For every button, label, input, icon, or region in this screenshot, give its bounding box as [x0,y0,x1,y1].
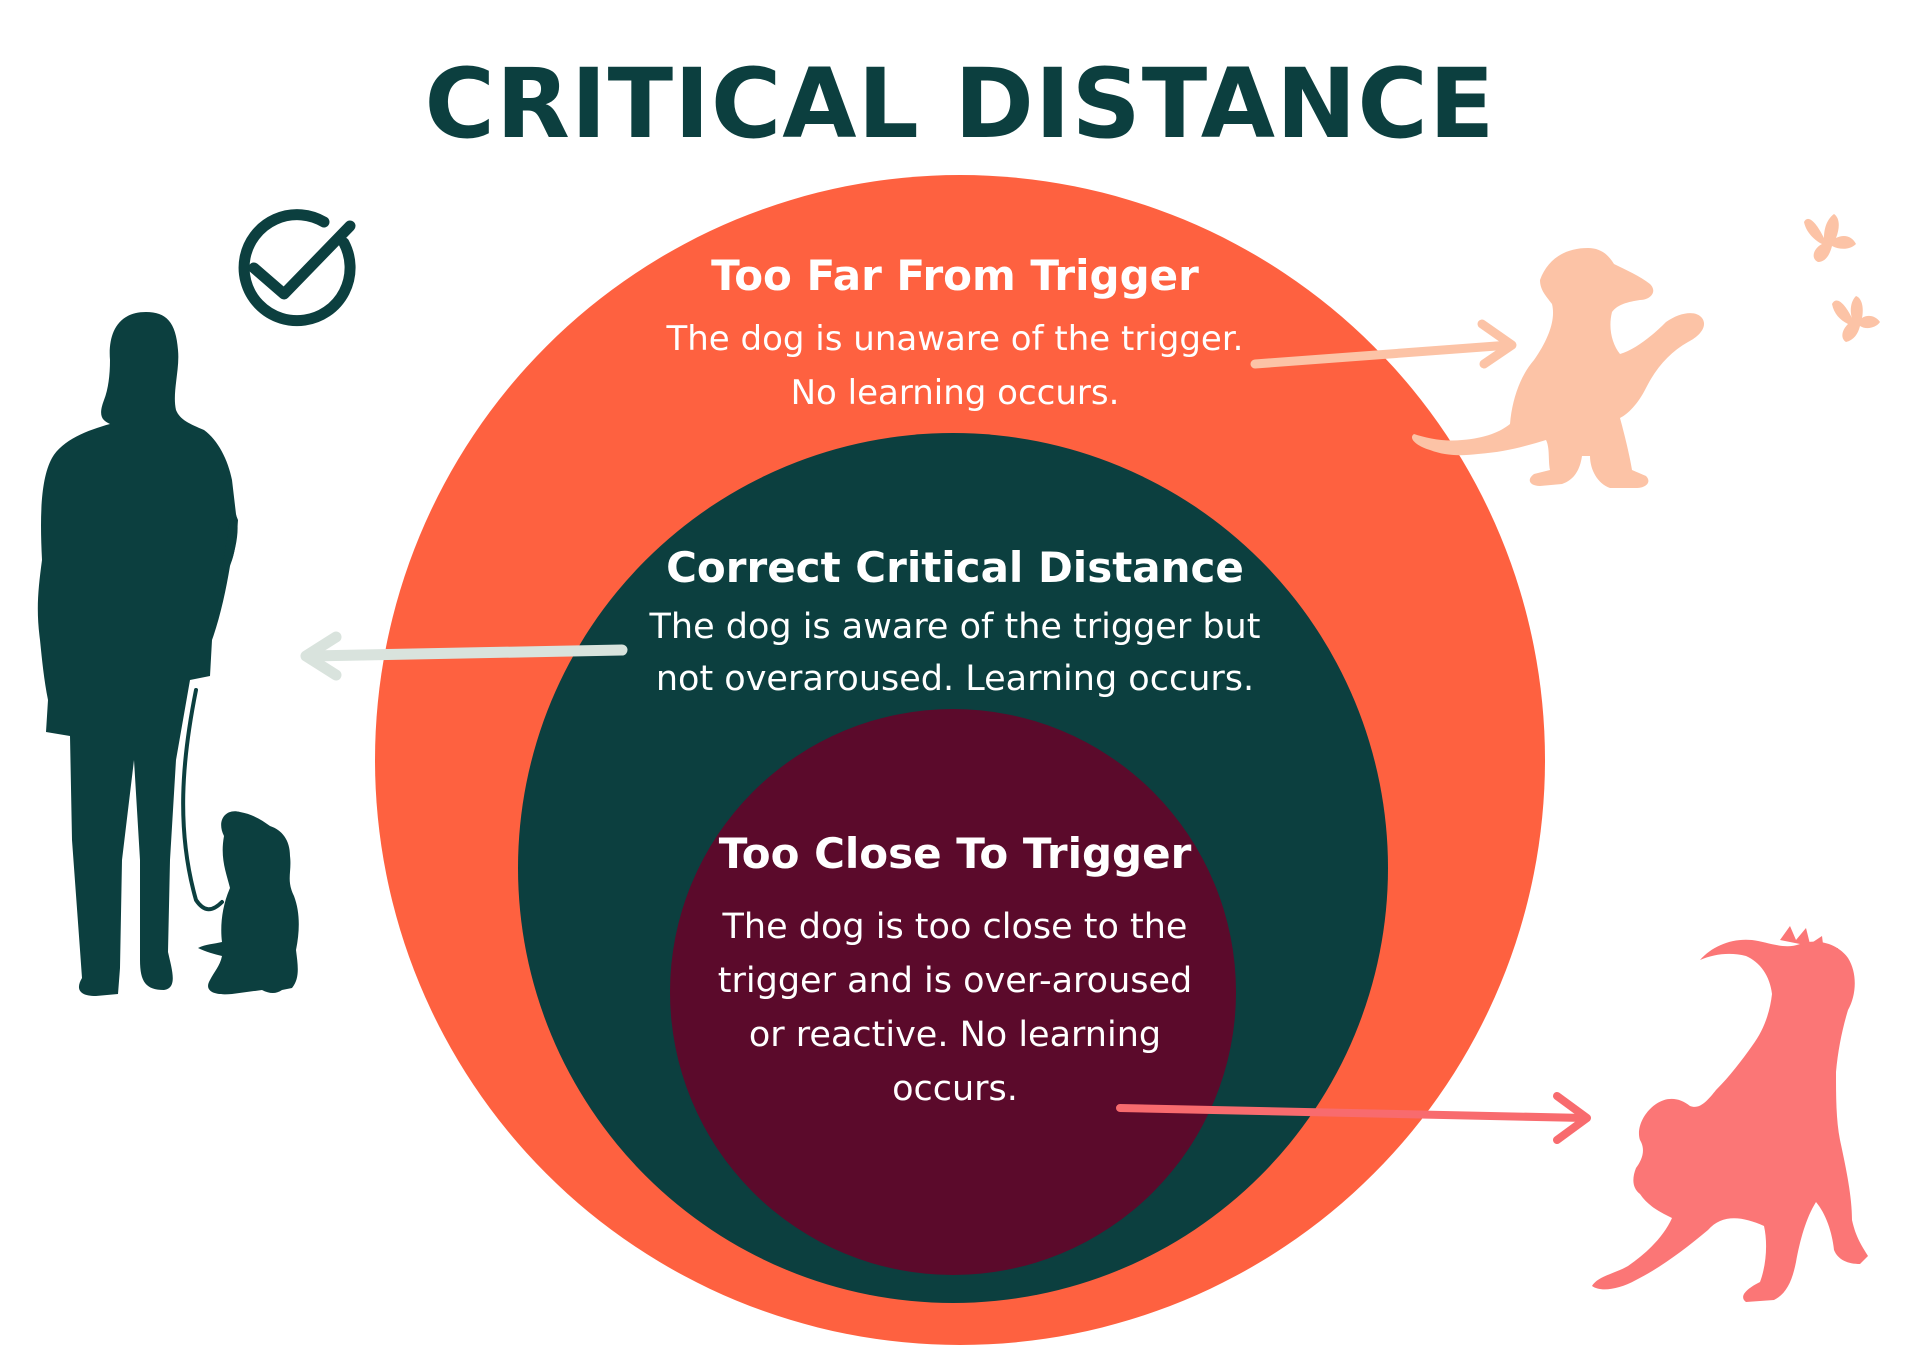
page-title: CRITICAL DISTANCE [424,48,1496,160]
correct-line-1: The dog is aware of the trigger but [649,607,1261,647]
check-circle-icon [238,209,356,327]
calm-dog-silhouette-icon [1411,214,1880,488]
too-close-line-1: The dog is too close to the [722,907,1188,947]
handler-silhouette-icon [37,312,238,996]
zone-too-close-circle [670,709,1236,1275]
too-close-line-2: trigger and is over-aroused [718,961,1192,1001]
too-far-line-1: The dog is unaware of the trigger. [665,319,1243,359]
reactive-dog-silhouette-icon [1592,926,1868,1302]
too-close-heading: Too Close To Trigger [719,829,1192,878]
too-close-line-3: or reactive. No learning [749,1015,1161,1055]
too-close-line-4: occurs. [892,1069,1018,1109]
leash-icon [181,688,224,912]
arrow-too-close [1116,1092,1591,1144]
small-dog-silhouette-icon [198,811,299,995]
arrow-correct [300,631,628,681]
correct-heading: Correct Critical Distance [666,543,1244,592]
arrow-too-far [1250,319,1517,369]
too-far-heading: Too Far From Trigger [711,251,1199,300]
correct-line-2: not overaroused. Learning occurs. [656,659,1254,699]
too-far-line-2: No learning occurs. [791,373,1120,413]
